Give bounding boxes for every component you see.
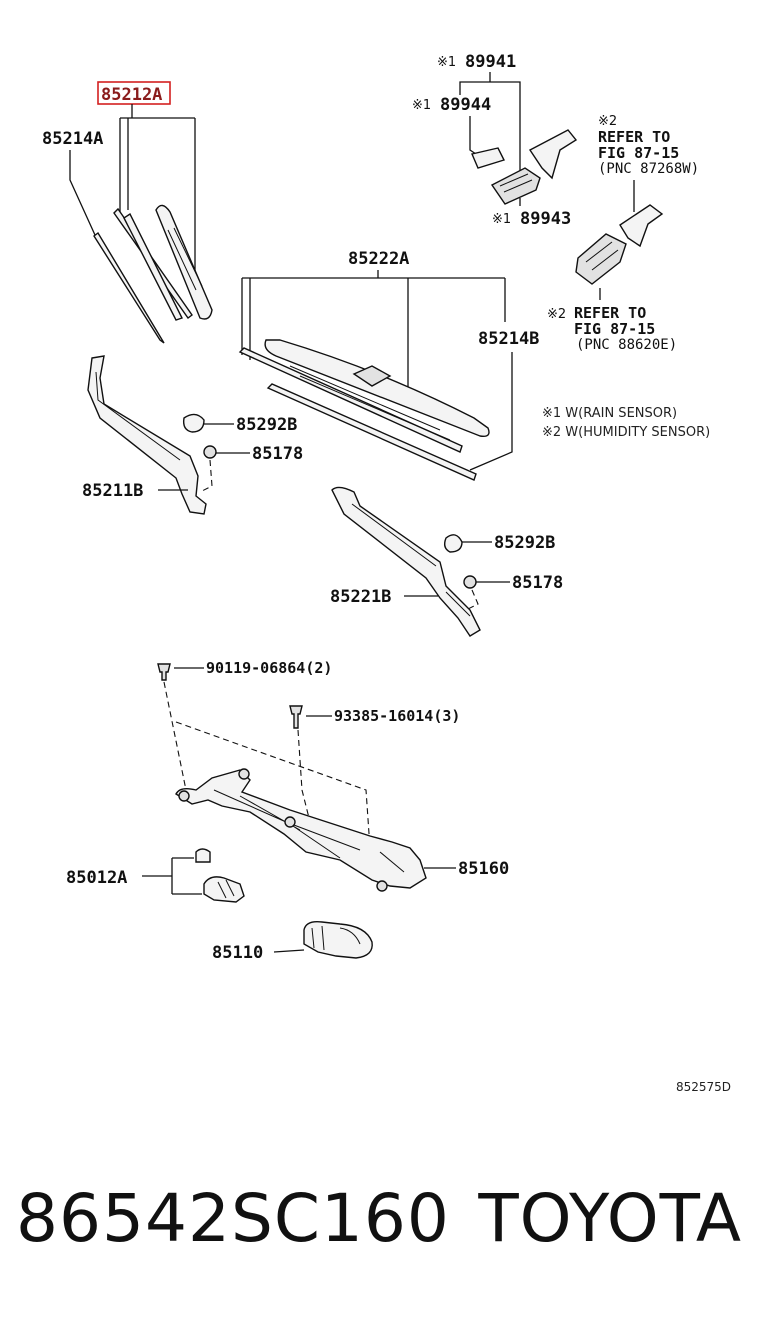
sensor-pad-89944 — [471, 147, 505, 169]
blade-cover-85222A — [264, 339, 490, 438]
bolt-90119 — [157, 663, 171, 681]
refer-1-line2: FIG 87-15 — [598, 144, 679, 162]
blade-frame-85222A — [238, 347, 463, 453]
leader-85214A — [69, 150, 96, 236]
mark-89943: ※1 — [492, 212, 511, 227]
label-85160[interactable]: 85160 — [458, 859, 509, 879]
humidity-sensor — [575, 233, 627, 285]
label-85110[interactable]: 85110 — [212, 943, 263, 963]
nut-85178-1 — [203, 445, 217, 459]
refer-1-line3: (PNC 87268W) — [598, 161, 699, 177]
grommet-85012A-1 — [195, 848, 211, 863]
label-85178-2[interactable]: 85178 — [512, 573, 563, 593]
blade-cover — [155, 204, 213, 320]
mark-89944: ※1 — [412, 98, 431, 113]
sensor-bracket-1 — [528, 129, 578, 180]
wiper-arm-85221B — [331, 486, 481, 637]
nut-85178-2 — [463, 575, 477, 589]
mark-refer-1: ※2 — [598, 114, 617, 129]
wiper-arm-85211B — [87, 355, 207, 515]
footer-part-number: 86542SC160 — [16, 1180, 450, 1257]
blade-clip — [352, 365, 392, 387]
dash-bolt-2 — [175, 721, 371, 849]
leader-85214B — [469, 352, 513, 471]
leader-85222A — [241, 270, 506, 388]
cap-85292B-1 — [182, 413, 205, 433]
dash-bolt-3 — [297, 729, 313, 831]
refer-2-line2: FIG 87-15 — [574, 320, 655, 338]
blade-rubber-85214B — [266, 383, 477, 481]
label-85222A[interactable]: 85222A — [348, 249, 409, 269]
label-85221B[interactable]: 85221B — [330, 587, 391, 607]
label-90119[interactable]: 90119-06864(2) — [206, 659, 332, 677]
cap-85292B-2 — [443, 534, 463, 553]
leader-85212A — [119, 104, 196, 275]
sensor-89941 — [490, 167, 541, 205]
humidity-bracket — [619, 204, 664, 248]
refer-2-line3: (PNC 88620E) — [576, 337, 677, 353]
label-85292B-2[interactable]: 85292B — [494, 533, 555, 553]
blade-rubber-85214A — [93, 231, 165, 344]
label-85214B[interactable]: 85214B — [478, 329, 539, 349]
motor-85110 — [303, 920, 373, 959]
legend-line2: ※2 W(HUMIDITY SENSOR) — [542, 425, 710, 440]
grommet-85012A-2 — [203, 876, 245, 903]
screw-93385 — [289, 705, 303, 729]
mark-refer-2: ※2 — [547, 307, 566, 322]
figure-id: 852575D — [676, 1080, 731, 1094]
leader-85012A — [142, 857, 202, 895]
mark-89941: ※1 — [437, 55, 456, 70]
linkage-85160 — [175, 769, 427, 889]
leader-89941 — [459, 72, 521, 175]
label-85178-1[interactable]: 85178 — [252, 444, 303, 464]
label-85212A[interactable]: 85212A — [101, 85, 162, 105]
highlight-box-85212A — [97, 81, 171, 105]
label-85214A[interactable]: 85214A — [42, 129, 103, 149]
label-93385[interactable]: 93385-16014(3) — [334, 707, 460, 725]
footer: 86542SC160 TOYOTA — [0, 1180, 760, 1290]
label-89941[interactable]: 89941 — [465, 52, 516, 72]
footer-brand: TOYOTA — [478, 1180, 742, 1257]
dash-bolt-1 — [163, 681, 187, 791]
label-85292B-1[interactable]: 85292B — [236, 415, 297, 435]
label-85012A[interactable]: 85012A — [66, 868, 127, 888]
label-89944[interactable]: 89944 — [440, 95, 491, 115]
blade-frame-2 — [123, 212, 183, 321]
refer-2-line1: REFER TO — [574, 304, 646, 322]
label-85211B[interactable]: 85211B — [82, 481, 143, 501]
refer-1-line1: REFER TO — [598, 128, 670, 146]
label-89943[interactable]: 89943 — [520, 209, 571, 229]
legend-line1: ※1 W(RAIN SENSOR) — [542, 406, 677, 421]
